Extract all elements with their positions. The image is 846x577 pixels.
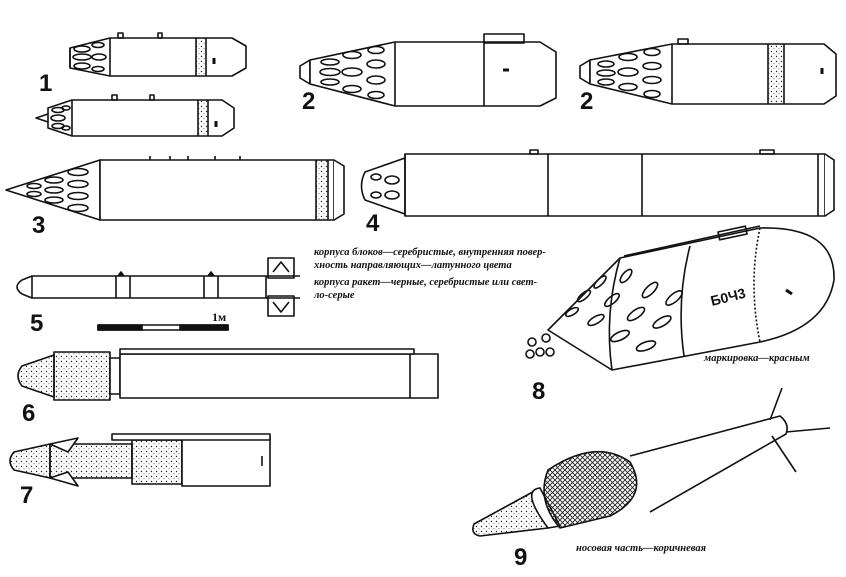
- label-1: 1: [39, 70, 53, 97]
- label-7: 7: [20, 482, 34, 509]
- rocket-pod-2-middle: [300, 34, 556, 106]
- label-2-middle: 2: [302, 88, 316, 115]
- rocket-9: [473, 388, 830, 536]
- label-4: 4: [366, 210, 380, 237]
- rocket-pod-2-right: [580, 39, 836, 104]
- label-9: 9: [514, 544, 528, 571]
- note-marking: маркировка—красным: [704, 353, 810, 364]
- rocket-pod-4: [362, 150, 835, 216]
- label-5: 5: [30, 310, 44, 337]
- note-line-2: хность направляющих—латунного цвета: [314, 260, 512, 271]
- label-6: 6: [22, 400, 36, 427]
- rocket-pod-8: [526, 226, 834, 370]
- note-line-4: ло-серые: [314, 290, 355, 301]
- rocket-6: [18, 349, 438, 400]
- label-3: 3: [32, 212, 46, 239]
- label-2-right: 2: [580, 88, 594, 115]
- rocket-pod-1-bottom: [36, 95, 234, 136]
- label-8: 8: [532, 378, 546, 405]
- scale-label: 1м: [212, 310, 227, 324]
- scale-bar: [98, 325, 228, 330]
- rocket-pod-3: [6, 156, 344, 220]
- note-line-3: корпуса ракет—черные, серебристые или св…: [314, 277, 538, 288]
- rocket-7: [10, 434, 270, 486]
- note-nose: носовая часть—коричневая: [576, 543, 707, 554]
- note-line-1: корпуса блоков—серебристые, внутренняя п…: [314, 247, 546, 258]
- rocket-5: [17, 258, 300, 316]
- rocket-pod-1-top: [70, 33, 246, 76]
